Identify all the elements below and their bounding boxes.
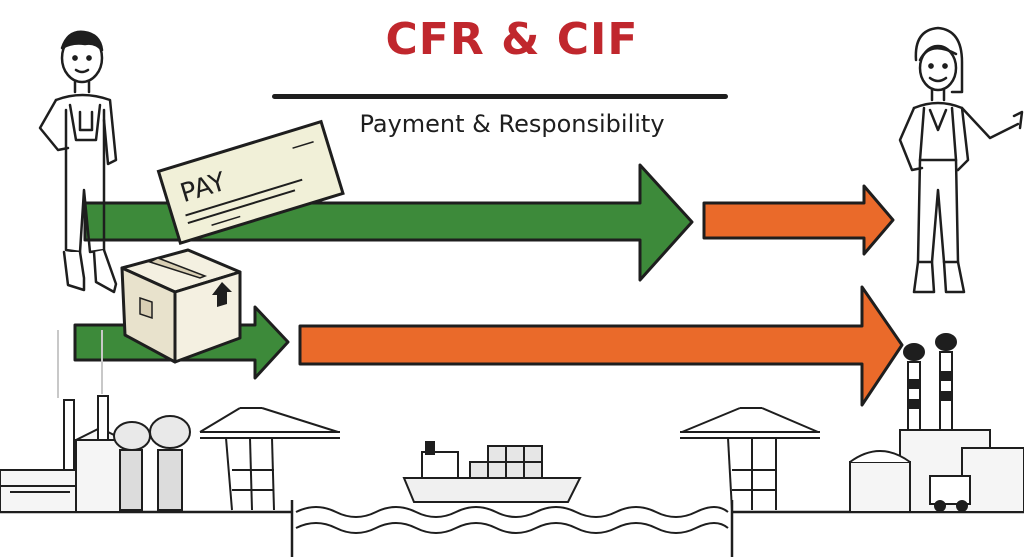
- page-subtitle: Payment & Responsibility: [359, 110, 665, 138]
- payment-arrow-buyer: [702, 184, 895, 256]
- cargo-ship-icon: [402, 441, 582, 503]
- payment-arrow-seller: [83, 163, 694, 282]
- destination-port-crane-icon: [680, 407, 820, 511]
- origin-port-crane-icon: [199, 407, 340, 511]
- seller-person-icon: [38, 30, 118, 294]
- cheque-icon: PAY: [156, 119, 345, 245]
- destination-factory-icon: [849, 333, 1024, 513]
- title-underline: [272, 94, 728, 99]
- buyer-person-icon: [898, 26, 1024, 294]
- origin-factory-icon: [0, 330, 191, 513]
- package-box-icon: [120, 248, 242, 364]
- responsibility-arrow-buyer: [298, 285, 904, 407]
- water-waves: [295, 506, 729, 534]
- page-title: CFR & CIF: [385, 14, 639, 65]
